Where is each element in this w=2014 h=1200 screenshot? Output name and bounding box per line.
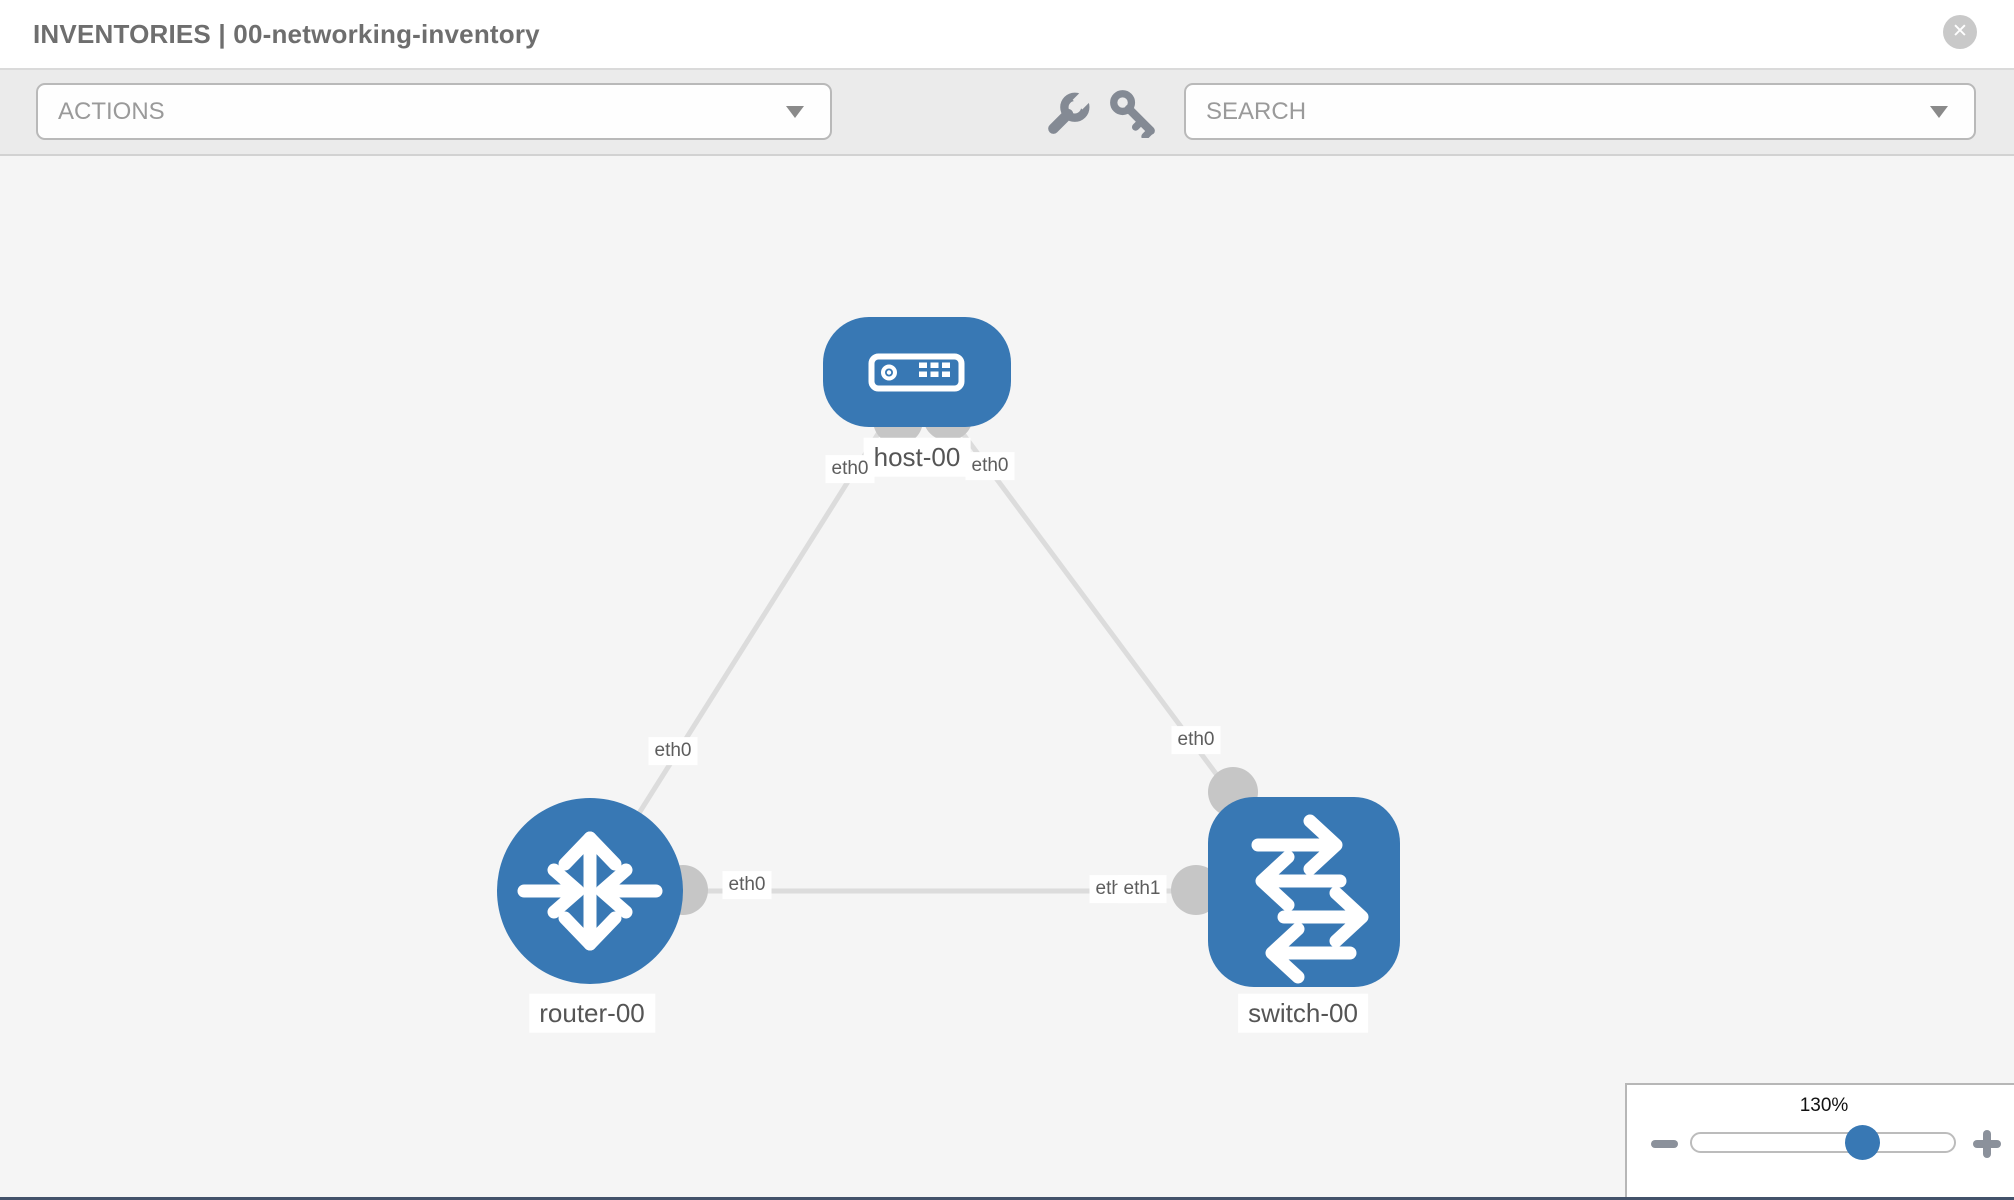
zoom-slider-track[interactable] xyxy=(1690,1132,1956,1153)
interface-label: eth0 xyxy=(965,452,1015,480)
node-label-switch: switch-00 xyxy=(1238,993,1368,1033)
interface-label: eth0 xyxy=(825,455,875,483)
node-host-00[interactable] xyxy=(823,317,1011,427)
interface-label: eth0 xyxy=(1171,726,1221,754)
topology-canvas[interactable] xyxy=(0,158,2014,1200)
topology-svg xyxy=(497,317,1400,987)
search-dropdown[interactable] xyxy=(1184,83,1976,140)
chevron-down-icon xyxy=(1930,105,1948,118)
close-button[interactable]: ✕ xyxy=(1943,15,1977,49)
actions-dropdown[interactable]: ACTIONS xyxy=(36,83,832,140)
zoom-level: 130% xyxy=(1799,1095,1849,1116)
page-title: INVENTORIES | 00-networking-inventory xyxy=(33,19,540,49)
wrench-icon[interactable] xyxy=(1044,70,1090,156)
interface-label: eth1 xyxy=(1117,875,1167,903)
zoom-out-button[interactable] xyxy=(1651,1140,1678,1148)
interface-label: eth0 xyxy=(722,871,772,899)
key-icon[interactable] xyxy=(1108,70,1158,156)
interface-label: eth0 xyxy=(648,737,698,765)
node-switch-00[interactable] xyxy=(1208,797,1400,987)
node-label-host: host-00 xyxy=(863,437,971,477)
window-bottom-edge xyxy=(0,1197,2014,1200)
chevron-down-icon xyxy=(786,105,804,118)
zoom-in-button[interactable] xyxy=(1970,1127,2004,1161)
host-icon xyxy=(868,353,965,392)
zoom-panel: 130% xyxy=(1625,1083,2014,1200)
header: INVENTORIES | 00-networking-inventory ✕ xyxy=(0,0,2014,70)
search-input[interactable] xyxy=(1186,96,1930,127)
toolbar: ACTIONS xyxy=(0,70,2014,156)
node-router-00[interactable] xyxy=(497,798,683,984)
zoom-slider-handle[interactable] xyxy=(1845,1125,1880,1160)
actions-dropdown-label: ACTIONS xyxy=(58,97,165,125)
node-label-router: router-00 xyxy=(529,993,655,1033)
